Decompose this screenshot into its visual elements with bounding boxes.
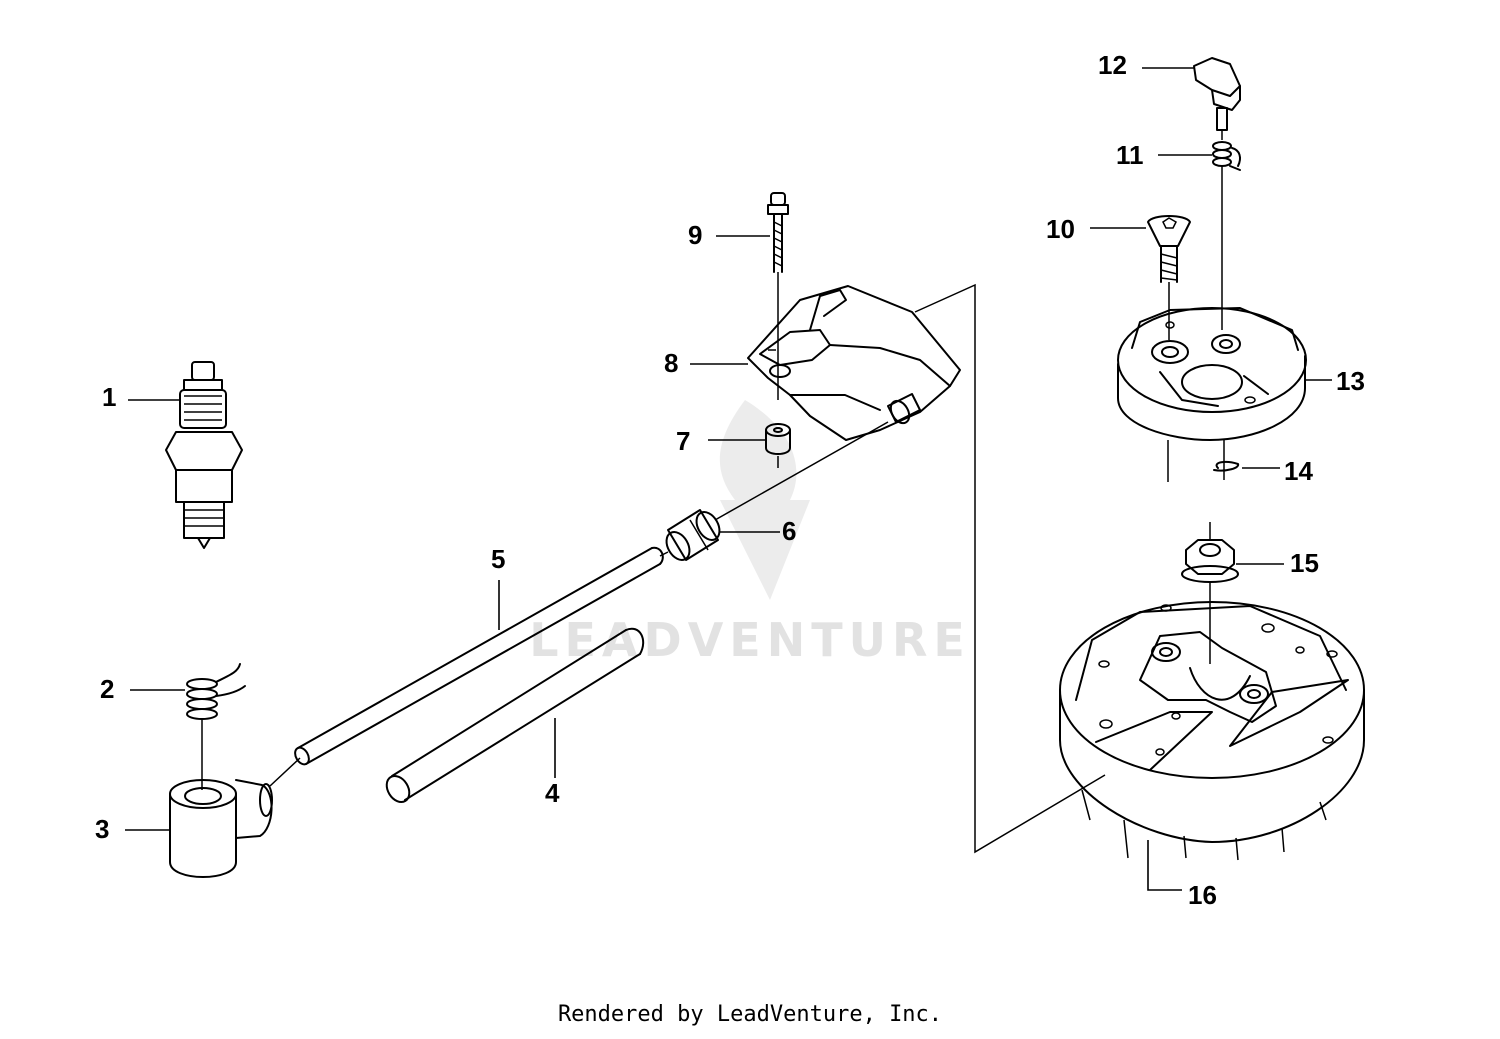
callout-4: 4	[545, 778, 560, 808]
retaining-clip	[1213, 460, 1240, 472]
callout-15: 15	[1290, 548, 1319, 578]
stop-knob	[1193, 57, 1241, 140]
callout-11: 11	[1116, 140, 1144, 170]
callout-9: 9	[688, 220, 702, 250]
knob-spring	[1212, 141, 1241, 330]
callout-14: 14	[1284, 456, 1313, 486]
leader-lines	[125, 67, 1332, 891]
callouts: 1 2 3 4 5 6 7 8 9 10 11 12 13 14 15 16	[95, 50, 1365, 910]
cord-grommet	[665, 509, 721, 561]
assembly-frame	[914, 283, 1106, 854]
callout-3: 3	[95, 814, 109, 844]
callout-16: 16	[1188, 880, 1217, 910]
callout-13: 13	[1336, 366, 1365, 396]
countersunk-screw	[1147, 215, 1191, 340]
starter-pulley	[1117, 307, 1307, 482]
callout-1: 1	[102, 382, 116, 412]
footer-credit: Rendered by LeadVenture, Inc.	[557, 1002, 943, 1027]
watermark-logo	[719, 400, 810, 600]
callout-7: 7	[676, 426, 690, 456]
flange-nut	[1181, 522, 1239, 664]
callout-12: 12	[1098, 50, 1127, 80]
coil-bolt	[767, 192, 789, 400]
protector-tube	[385, 627, 645, 804]
flywheel	[1059, 601, 1365, 861]
callout-6: 6	[782, 516, 796, 546]
plug-cap	[169, 757, 301, 878]
terminal-spring	[186, 663, 246, 790]
ignition-cord	[294, 421, 889, 766]
callout-8: 8	[664, 348, 678, 378]
ignition-coil	[747, 285, 961, 441]
spacer-collar	[765, 423, 791, 468]
spark-plug	[165, 361, 243, 549]
watermark-text: LEADVENTURE	[529, 613, 971, 667]
callout-10: 10	[1046, 214, 1075, 244]
callout-2: 2	[100, 674, 114, 704]
callout-5: 5	[491, 544, 505, 574]
watermark: LEADVENTURE	[529, 400, 971, 667]
